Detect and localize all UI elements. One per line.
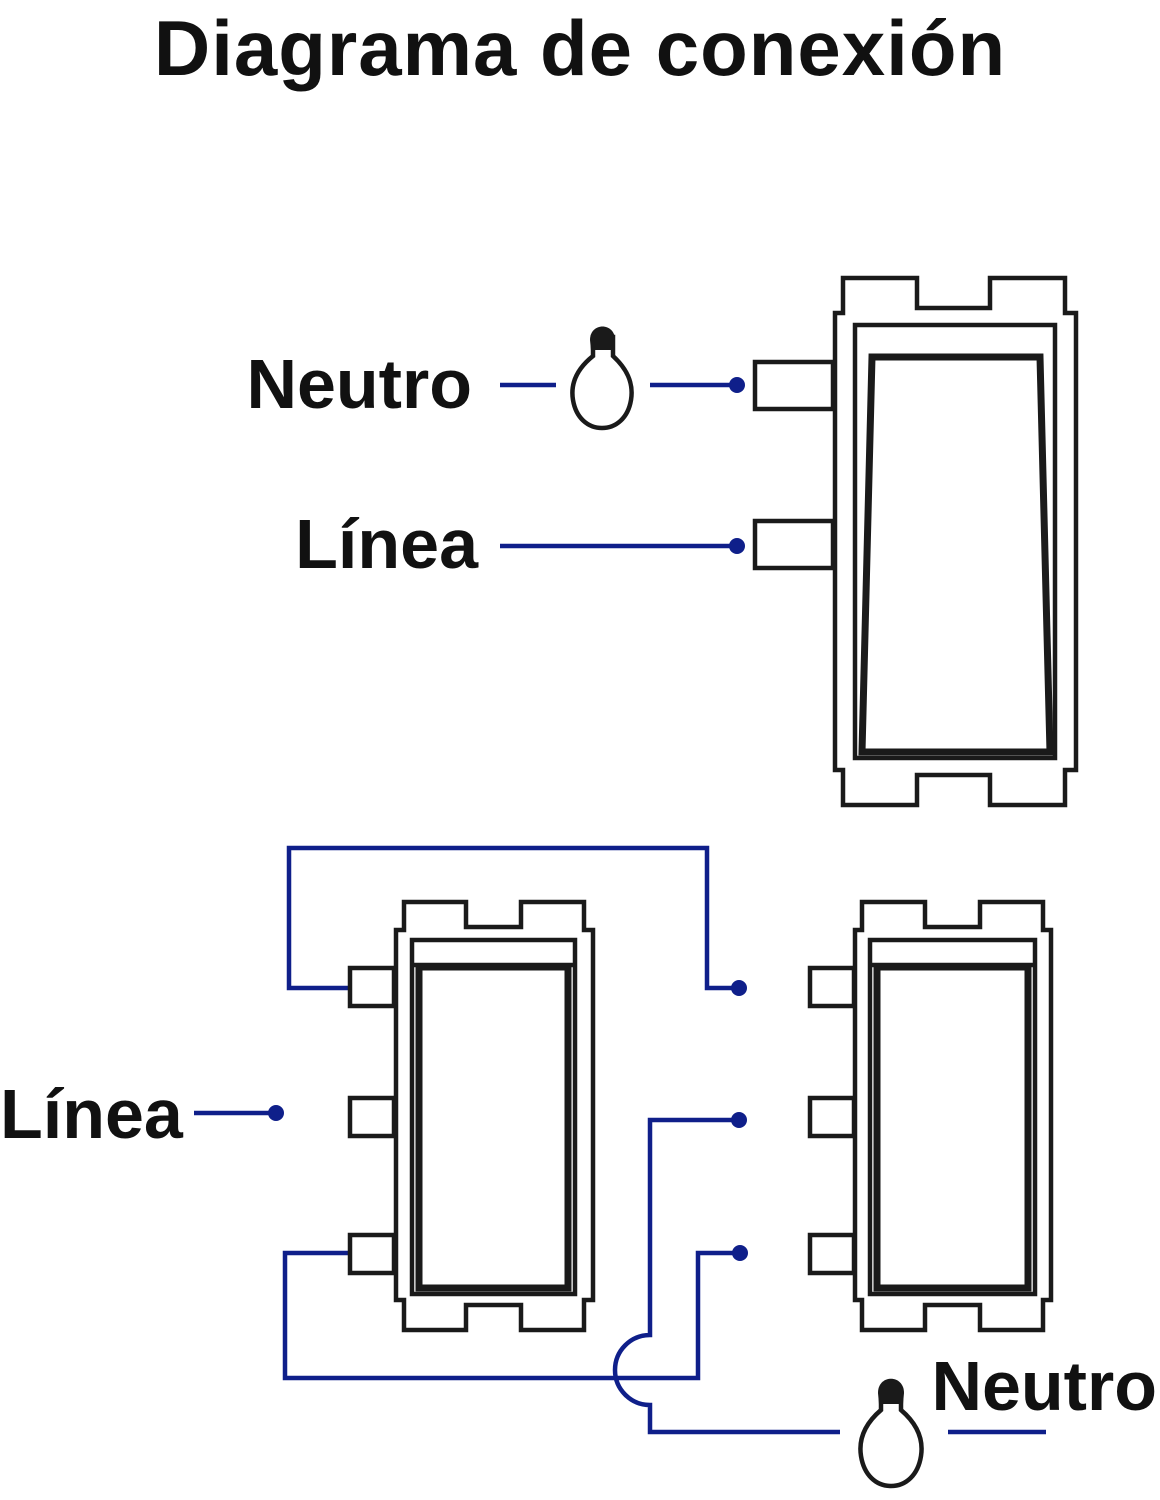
- page-title: Diagrama de conexión: [154, 4, 1006, 92]
- neutral-label-bottom: Neutro: [931, 1347, 1157, 1425]
- traveler-wire-1: [286, 845, 737, 991]
- line-label-bottom: Línea: [0, 1075, 184, 1153]
- terminal-dot-top-2: [729, 538, 745, 554]
- switch-icon: [752, 275, 1079, 808]
- terminal-dot-right-1: [731, 980, 747, 996]
- switch-terminal: [347, 1232, 397, 1276]
- light-bulb-icon: [858, 1378, 924, 1489]
- switch-terminal: [807, 965, 857, 1009]
- switch-terminal: [807, 1095, 857, 1139]
- switch-terminal: [807, 1232, 857, 1276]
- switch-icon: [807, 899, 1054, 1333]
- switch-terminal: [347, 965, 397, 1009]
- terminal-dot-right-2: [731, 1112, 747, 1128]
- switch-terminal: [752, 359, 836, 412]
- terminal-dot-line: [268, 1105, 284, 1121]
- single-pole-section: Neutro Línea: [246, 275, 1079, 808]
- switch-terminal: [752, 518, 836, 571]
- line-label-top: Línea: [295, 505, 479, 583]
- switch-icon: [347, 899, 596, 1333]
- neutral-label-top: Neutro: [246, 345, 472, 423]
- load-wire: [612, 1117, 840, 1435]
- light-bulb-icon: [570, 326, 634, 431]
- terminal-dot-top-1: [729, 377, 745, 393]
- switch-terminal: [347, 1095, 397, 1139]
- terminal-dot-right-3: [732, 1245, 748, 1261]
- traveler-wire-2: [282, 1250, 738, 1381]
- three-way-section: Línea Neutro: [0, 845, 1157, 1489]
